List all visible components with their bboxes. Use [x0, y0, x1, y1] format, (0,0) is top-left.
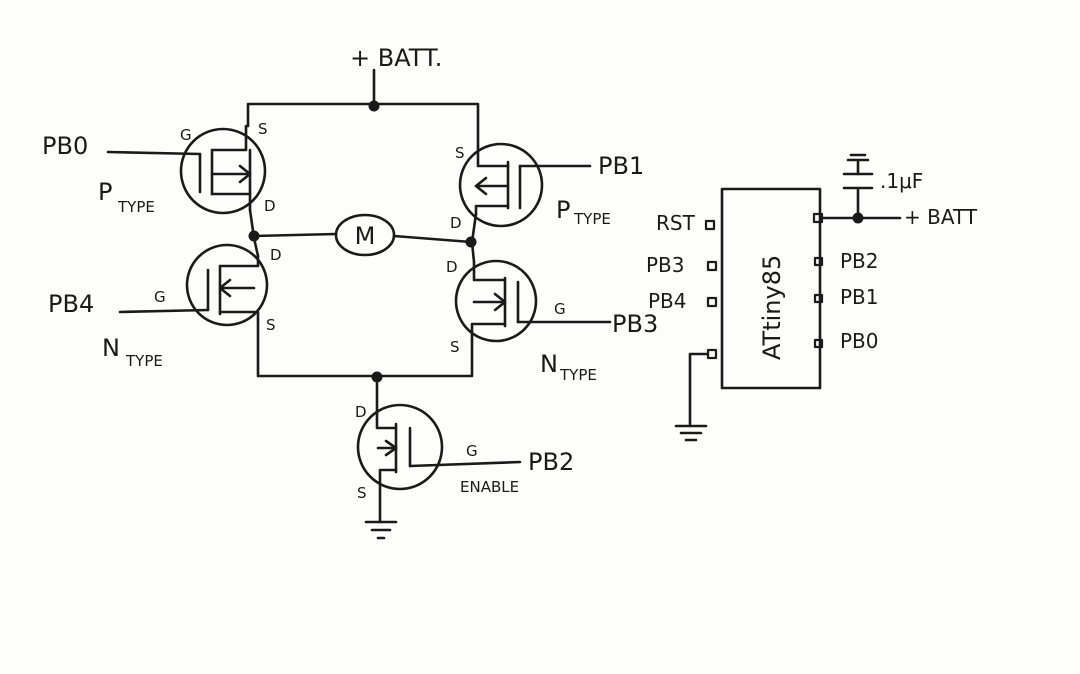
q5-gate-net: PB2	[528, 448, 574, 476]
pin-label-right-1: PB1	[840, 285, 879, 309]
q4-type-word: TYPE	[559, 366, 597, 384]
pin-label-left-2: PB4	[648, 289, 687, 313]
motor-lead-left	[252, 232, 338, 238]
q5-source-lead	[378, 468, 398, 524]
q3-type-letter: N	[102, 334, 120, 362]
q3-arrow	[218, 278, 232, 298]
pin-rst	[704, 219, 716, 231]
top-rail	[246, 102, 480, 148]
q4-drain-lead	[472, 260, 507, 282]
pin-pb1	[813, 293, 824, 304]
q5-d: D	[355, 403, 367, 421]
supply-right-label: + BATT	[904, 205, 978, 229]
q3-type-word: TYPE	[125, 352, 163, 370]
q3-gate-net: PB4	[48, 290, 94, 318]
q2-pmos-top-right: PB1 S D P TYPE	[450, 142, 644, 232]
pin-pb3	[706, 260, 718, 272]
attiny85-chip: ATtiny85 RST PB3 PB4 PB2 PB1 PB0 .1μF + …	[646, 153, 978, 442]
pin-label-right-2: PB0	[840, 329, 879, 353]
q1-body	[179, 127, 267, 215]
chip-ground-wire	[688, 352, 710, 426]
q3-g: G	[154, 288, 166, 306]
q4-source-lead	[470, 322, 507, 342]
motor-label: M	[355, 222, 376, 250]
q5-drain-lead	[375, 412, 398, 430]
q3-nmos-bottom-left: PB4 G D S N TYPE	[48, 243, 282, 370]
pin-label-left-1: PB3	[646, 253, 685, 277]
q1-g: G	[180, 126, 192, 144]
pin-label-left-0: RST	[656, 211, 696, 235]
q3-source-lead	[218, 310, 260, 322]
pin-pb2	[813, 256, 824, 267]
chip-body	[720, 187, 822, 390]
q3-s: S	[266, 316, 276, 334]
q2-source-lead	[476, 144, 510, 168]
q1-d: D	[264, 197, 276, 215]
q5-s: S	[357, 484, 367, 502]
bottom-rail	[256, 318, 474, 378]
motor-lead-right	[392, 234, 473, 244]
q4-d: D	[446, 258, 458, 276]
q3-drain-lead	[218, 254, 260, 268]
q1-source-lead	[210, 124, 248, 152]
q3-gate-wire	[118, 308, 210, 314]
pin-pb0	[813, 338, 824, 349]
q4-nmos-bottom-right: PB3 G D S N TYPE	[446, 258, 658, 384]
q4-g: G	[554, 300, 566, 318]
q3-body	[185, 243, 269, 327]
q4-type-letter: N	[540, 350, 558, 378]
q2-arrow	[474, 176, 488, 196]
q1-type-letter: P	[98, 178, 112, 206]
q2-drain-lead	[474, 204, 510, 216]
q1-gate-wire	[106, 150, 202, 156]
q2-body	[458, 142, 544, 228]
q5-g: G	[466, 442, 478, 460]
q1-s: S	[258, 120, 268, 138]
q4-body	[454, 259, 538, 343]
motor-symbol	[334, 213, 396, 257]
q4-gate-net: PB3	[612, 310, 658, 338]
pin-pb4	[706, 296, 718, 308]
chip-name: ATtiny85	[758, 255, 786, 360]
q3-d: D	[270, 246, 282, 264]
q5-gate-wire	[408, 460, 522, 468]
q5-arrow	[384, 439, 398, 457]
q2-gate-net: PB1	[598, 152, 644, 180]
q1-type-word: TYPE	[117, 198, 155, 216]
q4-arrow	[493, 292, 507, 312]
q1-gate-net: PB0	[42, 132, 88, 160]
q2-type-word: TYPE	[573, 210, 611, 228]
q5-caption: ENABLE	[460, 478, 519, 496]
q5-enable-nmos: PB2 ENABLE G D S	[355, 375, 574, 540]
supply-top-label: + BATT.	[350, 44, 442, 72]
q1-pmos-top-left: PB0 G S D P TYPE	[42, 120, 276, 216]
q2-s: S	[455, 144, 465, 162]
q5-body	[356, 403, 444, 491]
q2-d: D	[450, 214, 462, 232]
pin-label-right-0: PB2	[840, 249, 879, 273]
q4-s: S	[450, 338, 460, 356]
capacitor-label: .1μF	[880, 169, 923, 193]
junction-top	[368, 100, 380, 112]
q2-type-letter: P	[556, 196, 570, 224]
